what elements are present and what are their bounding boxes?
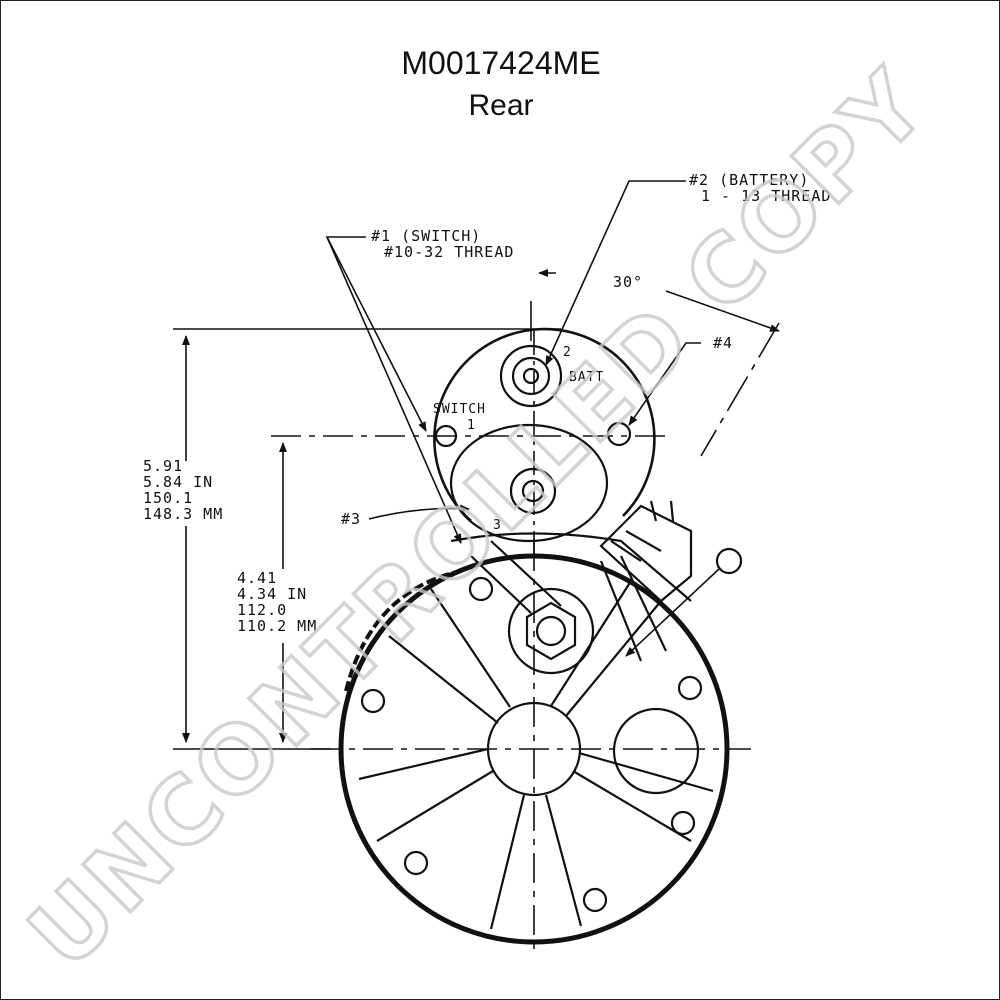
overall-dim-2: 5.84 IN: [143, 473, 213, 491]
terminal-3-stud: [509, 467, 557, 515]
bolt-hole-bottom: [582, 887, 608, 913]
bolt-hole-left: [360, 688, 386, 714]
center-dim-2: 4.34 IN: [237, 585, 307, 603]
bolt-hole-right-high: [677, 675, 703, 701]
bearing-boss: [507, 587, 595, 675]
switch-part-label: SWITCH: [433, 402, 486, 417]
connector-block: [599, 504, 693, 603]
center-dim-3: 112.0: [237, 601, 287, 619]
battery-leader: [545, 180, 686, 366]
overall-dim-1: 5.91: [143, 457, 183, 475]
brush-cover: [612, 707, 700, 795]
bracket-arms: [470, 540, 667, 662]
center-dimension-text: 4.41 4.34 IN 112.0 110.2 MM: [237, 569, 317, 635]
overall-dimension-text: 5.91 5.84 IN 150.1 148.3 MM: [143, 457, 223, 523]
switch-part-number: 1: [467, 418, 476, 433]
center-dim-4: 110.2 MM: [237, 617, 317, 635]
overall-dim-3: 150.1: [143, 489, 193, 507]
battery-callout-title: #2 (BATTERY): [689, 171, 809, 189]
center-dim-1: 4.41: [237, 569, 277, 587]
ground-leader: [625, 568, 720, 657]
switch-callout-title: #1 (SWITCH): [371, 227, 481, 245]
angle-arc-leader: [665, 290, 780, 332]
terminal-3-part-number: 3: [493, 518, 502, 533]
terminal-4-leader: [628, 342, 701, 426]
solenoid-base: [450, 532, 692, 602]
terminal-3-callout: #3: [341, 510, 361, 528]
terminal-3-core: [521, 479, 545, 503]
switch-callout-thread: #10-32 THREAD: [384, 243, 514, 261]
switch-leader-1: [325, 236, 427, 432]
bolt-hole-bottom-left: [403, 850, 429, 876]
connector-pins: [610, 500, 675, 562]
terminal-plate: [449, 423, 609, 543]
spoke-bottom: [489, 794, 583, 930]
bolt-hole-top: [468, 576, 494, 602]
leader-lines: [325, 180, 780, 657]
bolt-hole-right-low: [670, 810, 696, 836]
overall-dim-4: 148.3 MM: [143, 505, 223, 523]
batt-part-label: BATT: [569, 370, 604, 385]
angle-callout: 30°: [613, 273, 643, 291]
spoke-lower-right: [572, 751, 714, 842]
shaft-nut: [525, 601, 577, 661]
part-number-title: M0017424ME: [401, 45, 601, 81]
centerlines: [271, 301, 751, 951]
switch-leader-2: [326, 236, 462, 544]
battery-terminal-washer: [499, 344, 563, 408]
shaft-end: [535, 615, 567, 647]
terminal-3-leader: [368, 504, 470, 520]
batt-part-number: 2: [563, 345, 572, 360]
ground-lug: [715, 547, 743, 575]
battery-terminal-stud: [511, 356, 551, 396]
spoke-upper-left: [388, 588, 511, 724]
ground-wire: [344, 569, 462, 692]
view-label: Rear: [468, 89, 534, 122]
terminal-4-stud: [606, 421, 632, 447]
angle-reference-line: [700, 322, 780, 457]
battery-callout-thread: 1 - 13 THREAD: [701, 187, 831, 205]
battery-terminal-core: [522, 367, 540, 385]
terminal-4-callout: #4: [713, 334, 733, 352]
spoke-lower-left: [358, 747, 494, 842]
